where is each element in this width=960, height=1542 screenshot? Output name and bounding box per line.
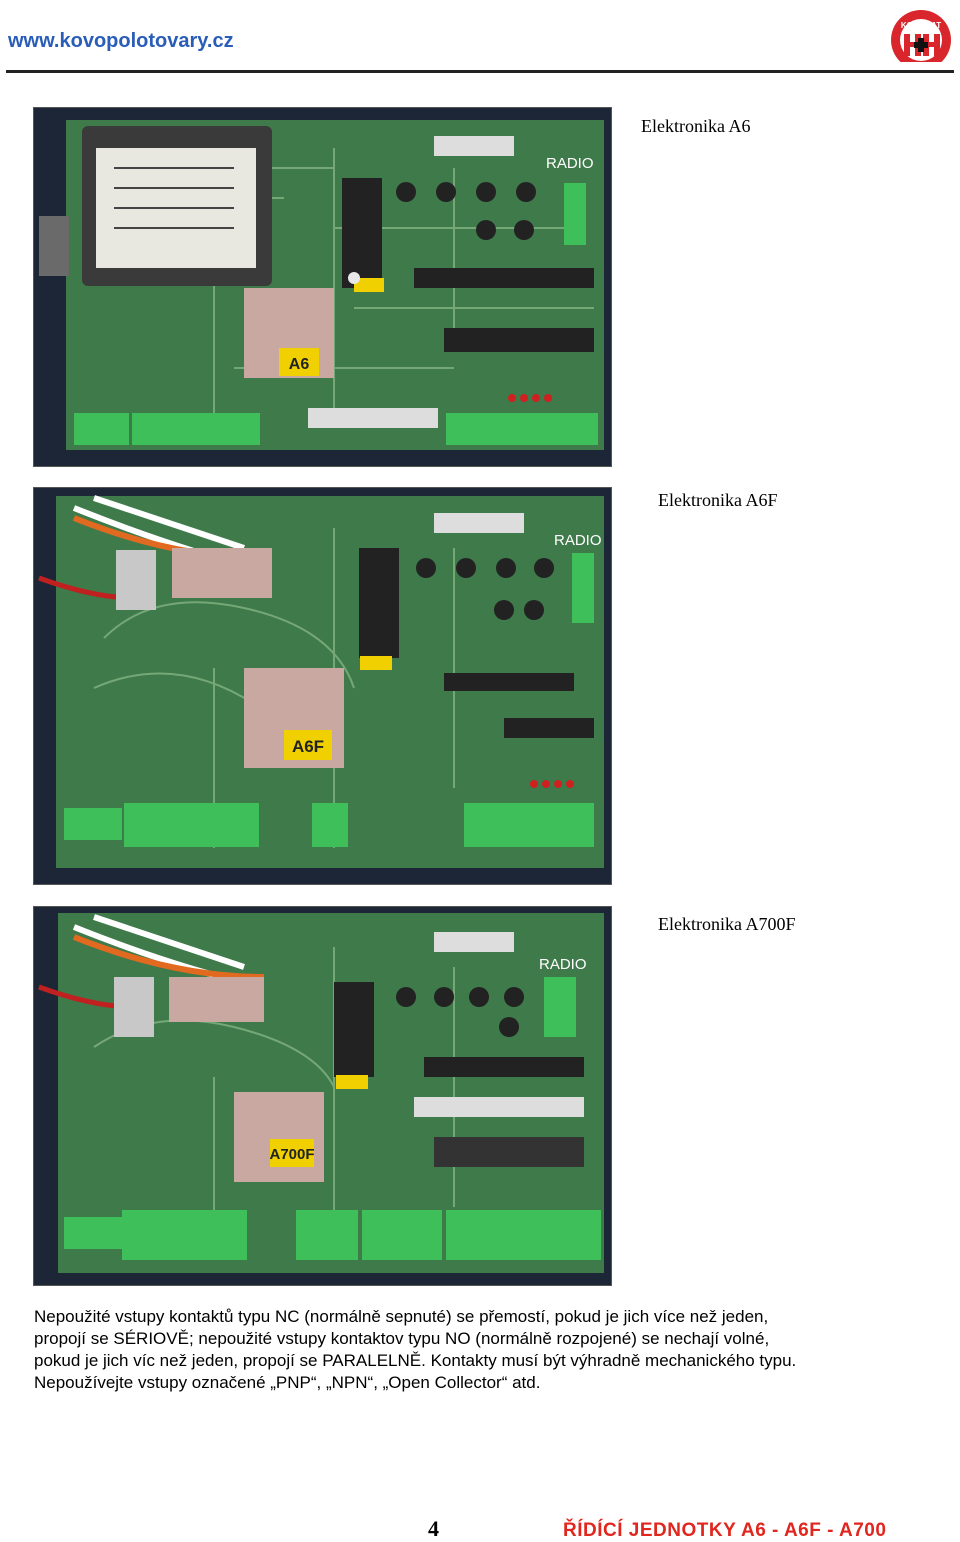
- board-photo-a700f: RADIO A700F: [33, 906, 612, 1286]
- board-label-a700f: A700F: [269, 1146, 314, 1163]
- board-label-a6: A6: [289, 356, 310, 373]
- board-photo-a6: RADIO A6: [33, 107, 612, 467]
- instructions-paragraph: Nepoužité vstupy kontaktů typu NC (normá…: [34, 1306, 924, 1394]
- paragraph-line: Nepoužívejte vstupy označené „PNP“, „NPN…: [34, 1373, 541, 1392]
- radio-label: RADIO: [539, 956, 587, 973]
- paragraph-line: propojí se SÉRIOVĚ; nepoužité vstupy kon…: [34, 1329, 770, 1348]
- caption-a6f: Elektronika A6F: [658, 490, 778, 510]
- board-photo-a6f: RADIO A6F: [33, 487, 612, 885]
- board-label-a6f: A6F: [292, 737, 324, 756]
- caption-a6: Elektronika A6: [641, 116, 751, 136]
- radio-label: RADIO: [546, 155, 594, 172]
- paragraph-line: pokud je jich víc než jeden, propojí se …: [34, 1351, 797, 1370]
- header-divider: [6, 70, 954, 73]
- paragraph-line: Nepoužité vstupy kontaktů typu NC (normá…: [34, 1307, 769, 1326]
- logo-text: KOVOMAT: [901, 21, 941, 30]
- footer-title: ŘÍDÍCÍ JEDNOTKY A6 - A6F - A700: [563, 1520, 887, 1541]
- site-link[interactable]: www.kovopolotovary.cz: [8, 30, 234, 52]
- caption-a700f: Elektronika A700F: [658, 914, 796, 934]
- page-number: 4: [428, 1516, 439, 1541]
- kovomat-logo: KOVOMAT: [884, 4, 958, 70]
- radio-label: RADIO: [554, 532, 602, 549]
